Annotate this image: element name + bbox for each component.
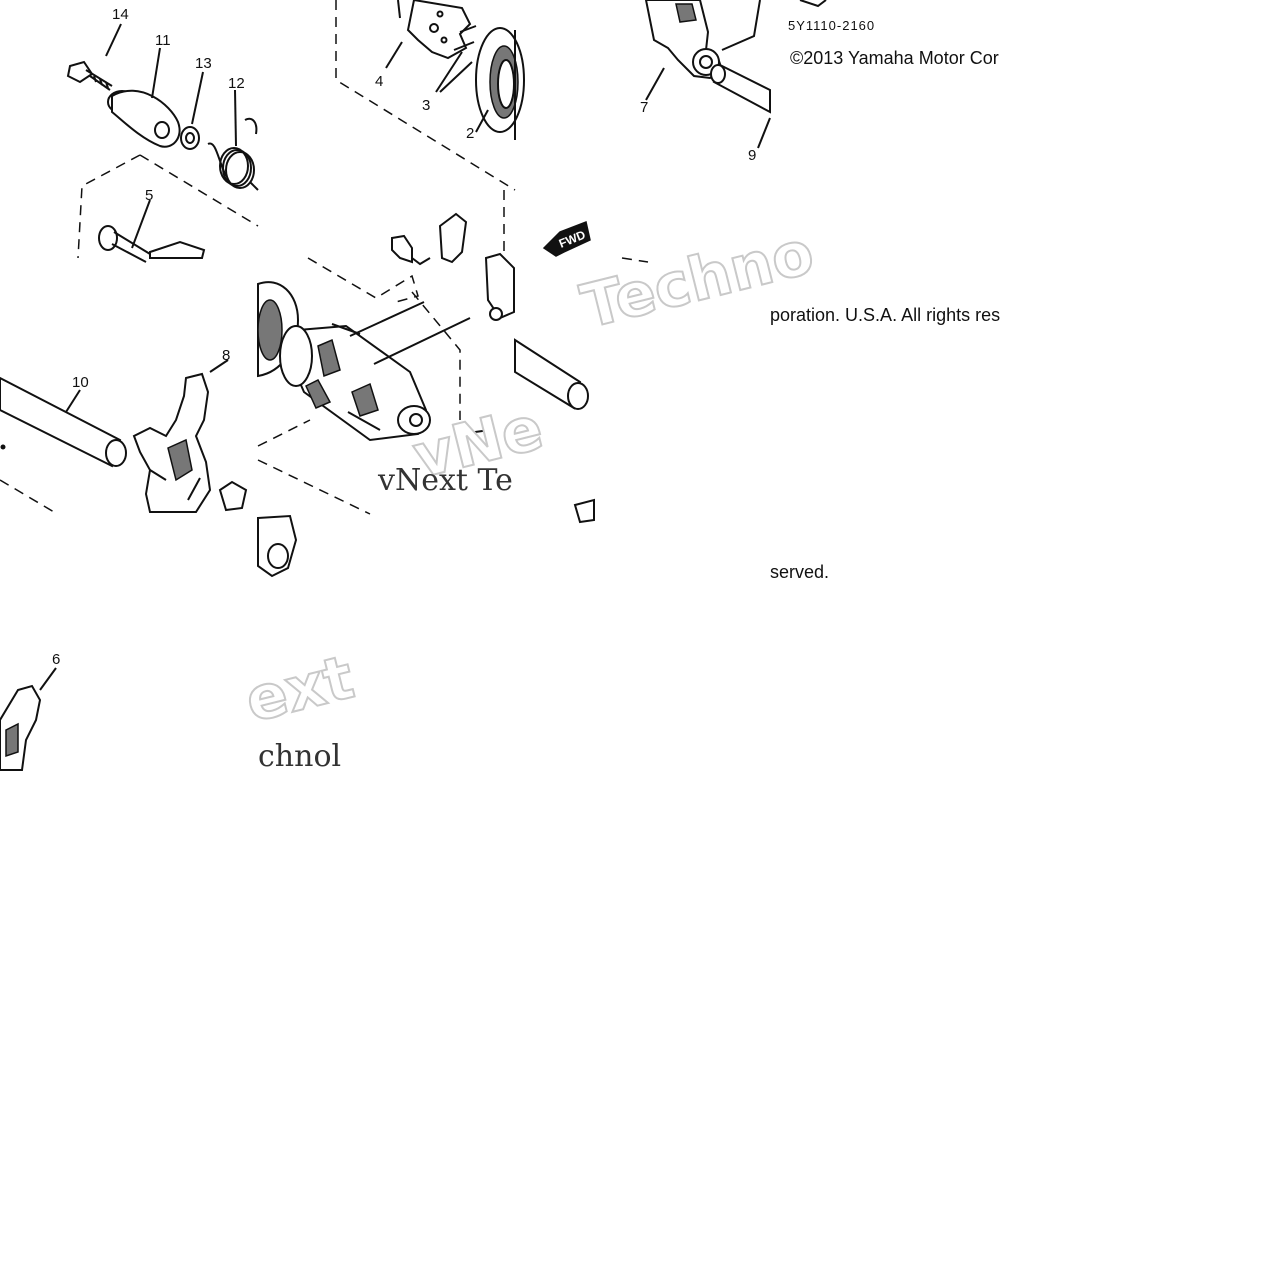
part-code-label: 5Y1110-2160 bbox=[788, 18, 875, 33]
shift-drum-part-1 bbox=[279, 301, 471, 442]
callout-label-10: 10 bbox=[72, 374, 89, 391]
callout-label-5: 5 bbox=[145, 187, 153, 204]
watermark-chnol-text: chnol bbox=[258, 739, 341, 774]
guide-bar-part-right bbox=[514, 338, 589, 410]
watermark-vnext-text: vNext Te bbox=[377, 463, 513, 498]
tile-shift-drum: vNe vNext Te bbox=[257, 212, 551, 515]
segment-part-4 bbox=[406, 0, 477, 60]
shift-fork-part-7 bbox=[644, 0, 724, 80]
callout-label-12: 12 bbox=[228, 75, 245, 92]
stopper-part-clip bbox=[391, 212, 468, 266]
bolt-part-14 bbox=[66, 60, 113, 91]
shift-fork-part-right bbox=[484, 252, 515, 321]
callout-label-8: 8 bbox=[222, 347, 230, 364]
tile-lower-fork bbox=[257, 514, 298, 578]
callout-label-11: 11 bbox=[155, 32, 171, 49]
callout-label-3: 3 bbox=[422, 97, 430, 114]
callout-label-4: 4 bbox=[375, 73, 383, 90]
callout-label-14: 14 bbox=[112, 6, 129, 23]
bolt-part-5 bbox=[98, 225, 206, 263]
spring-part-12 bbox=[207, 117, 259, 191]
guide-bar-part-9 bbox=[710, 64, 771, 114]
tile-fork-and-rod: 7 9 bbox=[640, 0, 827, 164]
washer-part-13 bbox=[180, 126, 200, 150]
callout-label-13: 13 bbox=[195, 55, 212, 72]
copyright-line-2: poration. U.S.A. All rights res bbox=[770, 305, 1000, 325]
copyright-line-3: served. bbox=[770, 562, 829, 582]
shift-fork-part-8 bbox=[132, 372, 248, 513]
callout-label-2: 2 bbox=[466, 125, 474, 142]
watermark-next-outline: ext bbox=[239, 642, 361, 736]
copyright-line-1: ©2013 Yamaha Motor Cor bbox=[790, 48, 999, 68]
tile-fork-part-6: 6 bbox=[0, 651, 60, 771]
tile-forward-arrow: FWD Techno bbox=[484, 190, 821, 524]
tile-shift-rod-and-fork: 10 8 bbox=[0, 347, 248, 513]
fwd-arrow-icon: FWD bbox=[542, 220, 591, 257]
bearing-part-2 bbox=[475, 27, 525, 140]
callout-label-6: 6 bbox=[52, 651, 60, 668]
tile-watermark-fragment: ext chnol bbox=[238, 641, 362, 774]
callout-label-7: 7 bbox=[640, 99, 648, 116]
plate-part-11 bbox=[107, 89, 181, 148]
tile-bolt-and-spring: 14 11 13 12 5 bbox=[66, 6, 259, 263]
shift-rod-part-10 bbox=[0, 376, 127, 468]
callout-label-9: 9 bbox=[748, 147, 756, 164]
tile-segment-and-bearing: 4 3 2 bbox=[335, 0, 525, 191]
